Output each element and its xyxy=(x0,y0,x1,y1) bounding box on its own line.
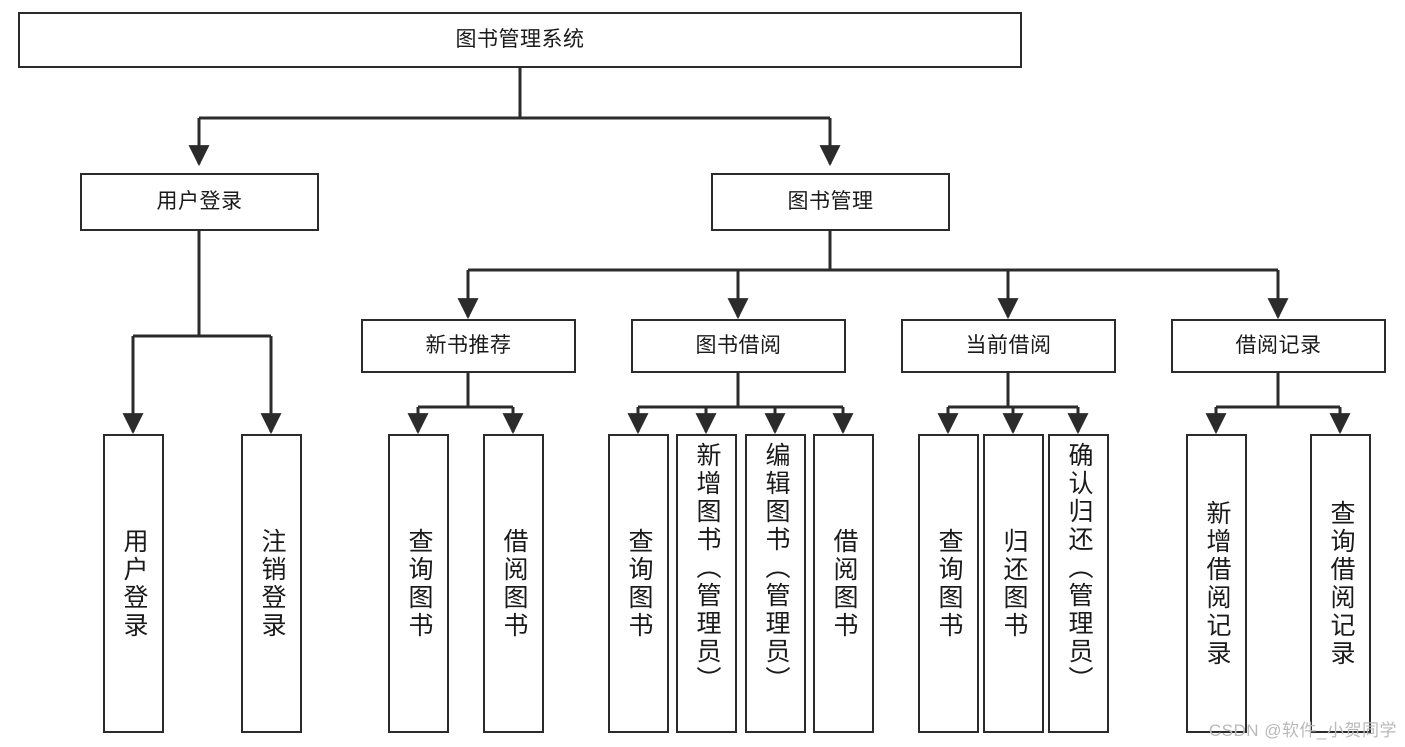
node-leaf-query-book-2[interactable]: 查询图书 xyxy=(608,434,669,733)
node-leaf-edit-book-label: 编辑图书（管理员） xyxy=(762,442,790,694)
node-book-management[interactable]: 图书管理 xyxy=(711,173,950,231)
node-user-login-label: 用户登录 xyxy=(156,189,243,213)
node-leaf-logout-login-label: 注销登录 xyxy=(258,527,286,640)
node-leaf-confirm-return[interactable]: 确认归还（管理员） xyxy=(1048,434,1109,733)
node-current-borrow[interactable]: 当前借阅 xyxy=(901,319,1116,373)
node-leaf-query-book-3[interactable]: 查询图书 xyxy=(918,434,979,733)
node-book-borrow[interactable]: 图书借阅 xyxy=(631,319,846,373)
node-leaf-add-borrow-record[interactable]: 新增借阅记录 xyxy=(1186,434,1247,733)
node-leaf-confirm-return-label: 确认归还（管理员） xyxy=(1065,442,1093,694)
node-user-login[interactable]: 用户登录 xyxy=(80,173,319,231)
node-current-borrow-label: 当前借阅 xyxy=(965,333,1052,357)
node-book-borrow-label: 图书借阅 xyxy=(695,333,782,357)
node-leaf-add-borrow-record-label: 新增借阅记录 xyxy=(1203,499,1231,668)
node-leaf-edit-book[interactable]: 编辑图书（管理员） xyxy=(745,434,806,733)
node-new-book-recommend[interactable]: 新书推荐 xyxy=(361,319,576,373)
node-leaf-borrow-book-1-label: 借阅图书 xyxy=(500,527,528,640)
node-leaf-logout-login[interactable]: 注销登录 xyxy=(241,434,302,733)
node-leaf-query-borrow-record-label: 查询借阅记录 xyxy=(1327,499,1355,668)
node-borrow-record-label: 借阅记录 xyxy=(1235,333,1322,357)
watermark: CSDN @软件_小贺同学 xyxy=(1208,721,1397,740)
node-borrow-record[interactable]: 借阅记录 xyxy=(1171,319,1386,373)
node-root[interactable]: 图书管理系统 xyxy=(18,12,1022,68)
node-leaf-borrow-book-2-label: 借阅图书 xyxy=(830,527,858,640)
node-new-book-recommend-label: 新书推荐 xyxy=(425,333,512,357)
node-leaf-query-book-1[interactable]: 查询图书 xyxy=(388,434,449,733)
node-leaf-borrow-book-2[interactable]: 借阅图书 xyxy=(813,434,874,733)
node-leaf-query-book-2-label: 查询图书 xyxy=(625,527,653,640)
node-leaf-borrow-book-1[interactable]: 借阅图书 xyxy=(483,434,544,733)
node-book-management-label: 图书管理 xyxy=(787,189,874,213)
node-leaf-query-borrow-record[interactable]: 查询借阅记录 xyxy=(1310,434,1371,733)
node-leaf-add-book[interactable]: 新增图书（管理员） xyxy=(676,434,737,733)
node-leaf-user-login-label: 用户登录 xyxy=(120,527,148,640)
node-leaf-add-book-label: 新增图书（管理员） xyxy=(693,442,721,694)
node-leaf-return-book-label: 归还图书 xyxy=(1000,527,1028,640)
node-leaf-query-book-3-label: 查询图书 xyxy=(935,527,963,640)
node-leaf-return-book[interactable]: 归还图书 xyxy=(983,434,1044,733)
node-leaf-query-book-1-label: 查询图书 xyxy=(405,527,433,640)
node-root-label: 图书管理系统 xyxy=(455,27,585,51)
node-leaf-user-login[interactable]: 用户登录 xyxy=(103,434,164,733)
